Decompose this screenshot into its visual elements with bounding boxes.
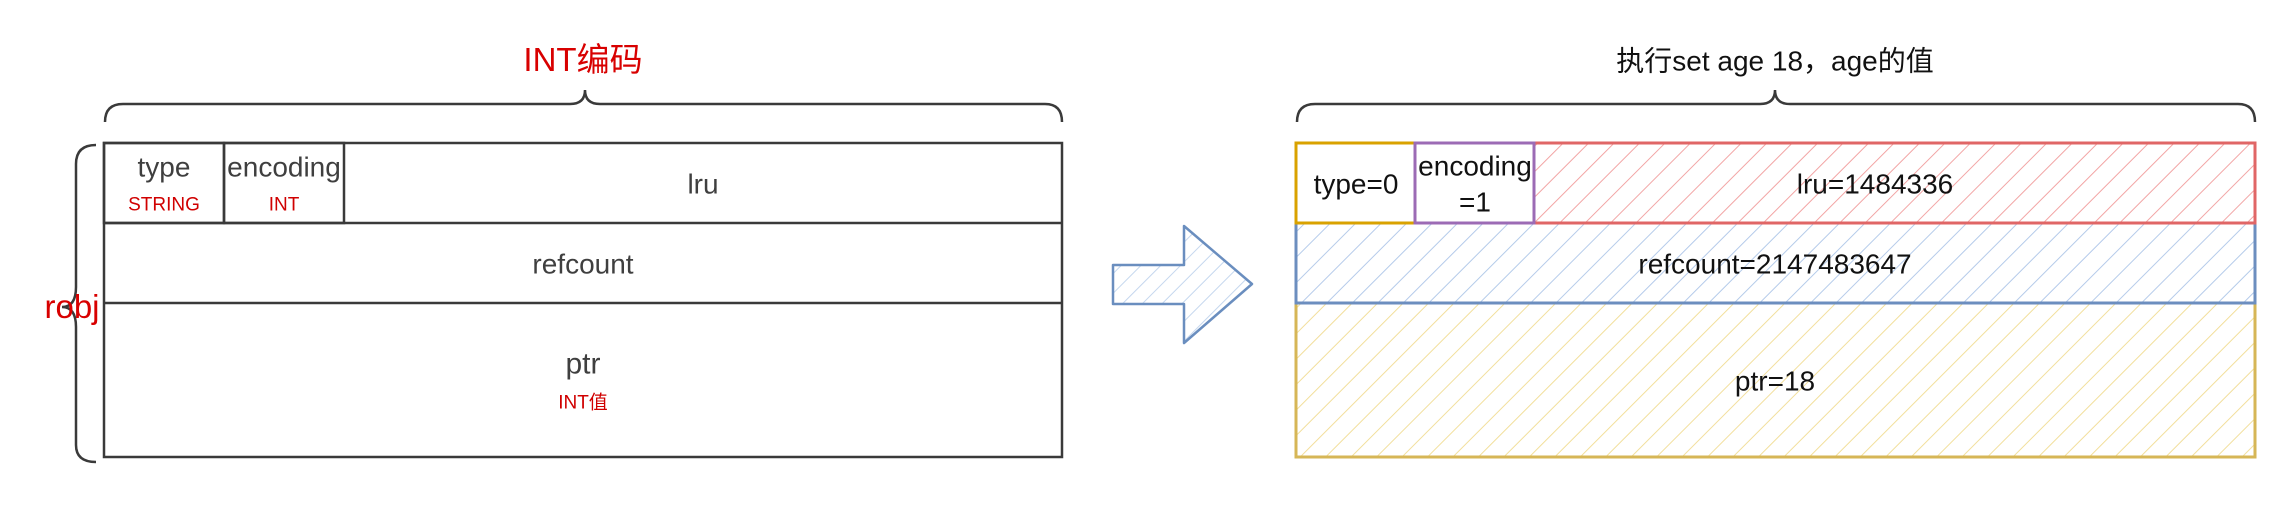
left-type-sub: STRING [128, 194, 200, 216]
right-type-box [1294, 141, 1417, 225]
right-refcount-label: refcount=2147483647 [1638, 248, 1912, 280]
right-lru-box [1532, 141, 2257, 225]
right-lru-label: lru=1484336 [1796, 168, 1954, 200]
left-encoding-cell [222, 141, 346, 225]
left-encoding-sub: INT [268, 194, 300, 216]
left-title: INT编码 [523, 40, 643, 78]
right-encoding-label-line2: =1 [1459, 186, 1491, 218]
right-encoding-box [1413, 141, 1536, 225]
transition-arrow [1111, 224, 1254, 345]
left-refcount-label: refcount [532, 248, 634, 280]
right-top-brace [1295, 89, 2257, 123]
left-type-label: type [137, 151, 191, 183]
right-title: 执行set age 18，age的值 [1616, 45, 1934, 77]
left-ptr-sub: INT值 [558, 392, 608, 414]
left-robj-box [102, 141, 1064, 459]
right-type-label: type=0 [1313, 168, 1399, 200]
left-top-brace [103, 89, 1064, 123]
left-encoding-label: encoding [227, 151, 341, 183]
robj-label: robj [44, 287, 100, 325]
left-ptr-label: ptr [565, 347, 601, 381]
right-refcount-box [1294, 221, 2257, 305]
right-ptr-label: ptr=18 [1734, 365, 1816, 397]
right-encoding-label-line1: encoding [1418, 150, 1532, 182]
left-side-brace [61, 143, 97, 464]
right-ptr-box [1294, 301, 2257, 459]
left-lru-label: lru [687, 168, 719, 200]
